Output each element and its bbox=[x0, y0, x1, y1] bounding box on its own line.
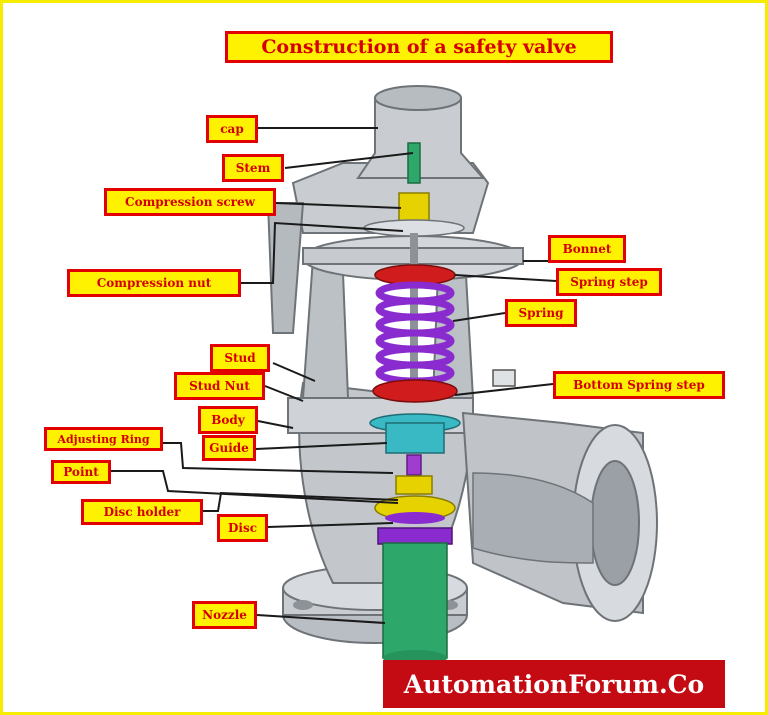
leader-nozzle bbox=[256, 614, 386, 624]
label-body: Body bbox=[198, 406, 258, 434]
valve-spring-shape bbox=[372, 264, 458, 403]
leader-stud bbox=[272, 362, 316, 382]
label-adjusting-ring: Adjusting Ring bbox=[44, 427, 163, 451]
leader-bottom-spring-step bbox=[454, 383, 554, 396]
label-disc: Disc bbox=[217, 514, 268, 542]
valve-internals-shape bbox=[369, 413, 461, 666]
leader-point bbox=[111, 470, 399, 504]
leader-lines bbox=[111, 127, 557, 624]
label-disc-holder: Disc holder bbox=[81, 499, 203, 525]
label-bottom-spring-step: Bottom Spring step bbox=[553, 371, 725, 399]
leader-guide bbox=[255, 442, 388, 450]
leader-spring bbox=[452, 312, 506, 322]
label-guide: Guide bbox=[202, 435, 256, 461]
label-spring-step: Spring step bbox=[556, 268, 662, 296]
leader-adjusting-ring bbox=[163, 442, 394, 474]
leader-disc bbox=[267, 522, 394, 528]
leader-stud-nut bbox=[264, 385, 304, 402]
label-stud: Stud bbox=[210, 344, 270, 372]
label-stud-nut: Stud Nut bbox=[174, 372, 265, 400]
label-cap: cap bbox=[206, 115, 258, 143]
valve-cap-shape bbox=[356, 85, 486, 179]
valve-body-shape bbox=[287, 369, 658, 622]
leader-stem bbox=[284, 152, 414, 169]
label-nozzle: Nozzle bbox=[192, 601, 257, 629]
leader-spring-step bbox=[454, 274, 557, 282]
valve-bonnet-shape bbox=[266, 162, 524, 399]
label-stem: Stem bbox=[222, 154, 284, 182]
leader-compression-nut bbox=[240, 221, 404, 284]
label-compression-screw: Compression screw bbox=[104, 188, 276, 216]
leader-body bbox=[257, 420, 294, 429]
watermark-banner: AutomationForum.Co bbox=[383, 660, 725, 708]
label-compression-nut: Compression nut bbox=[67, 269, 241, 297]
label-spring: Spring bbox=[505, 299, 577, 327]
valve-illustration bbox=[111, 85, 658, 666]
valve-stem-shape bbox=[363, 142, 465, 383]
leader-compression-screw bbox=[275, 202, 402, 209]
leader-disc-holder bbox=[203, 491, 399, 512]
label-point: Point bbox=[51, 460, 111, 484]
diagram-title: Construction of a safety valve bbox=[225, 31, 613, 63]
label-bonnet: Bonnet bbox=[548, 235, 626, 263]
